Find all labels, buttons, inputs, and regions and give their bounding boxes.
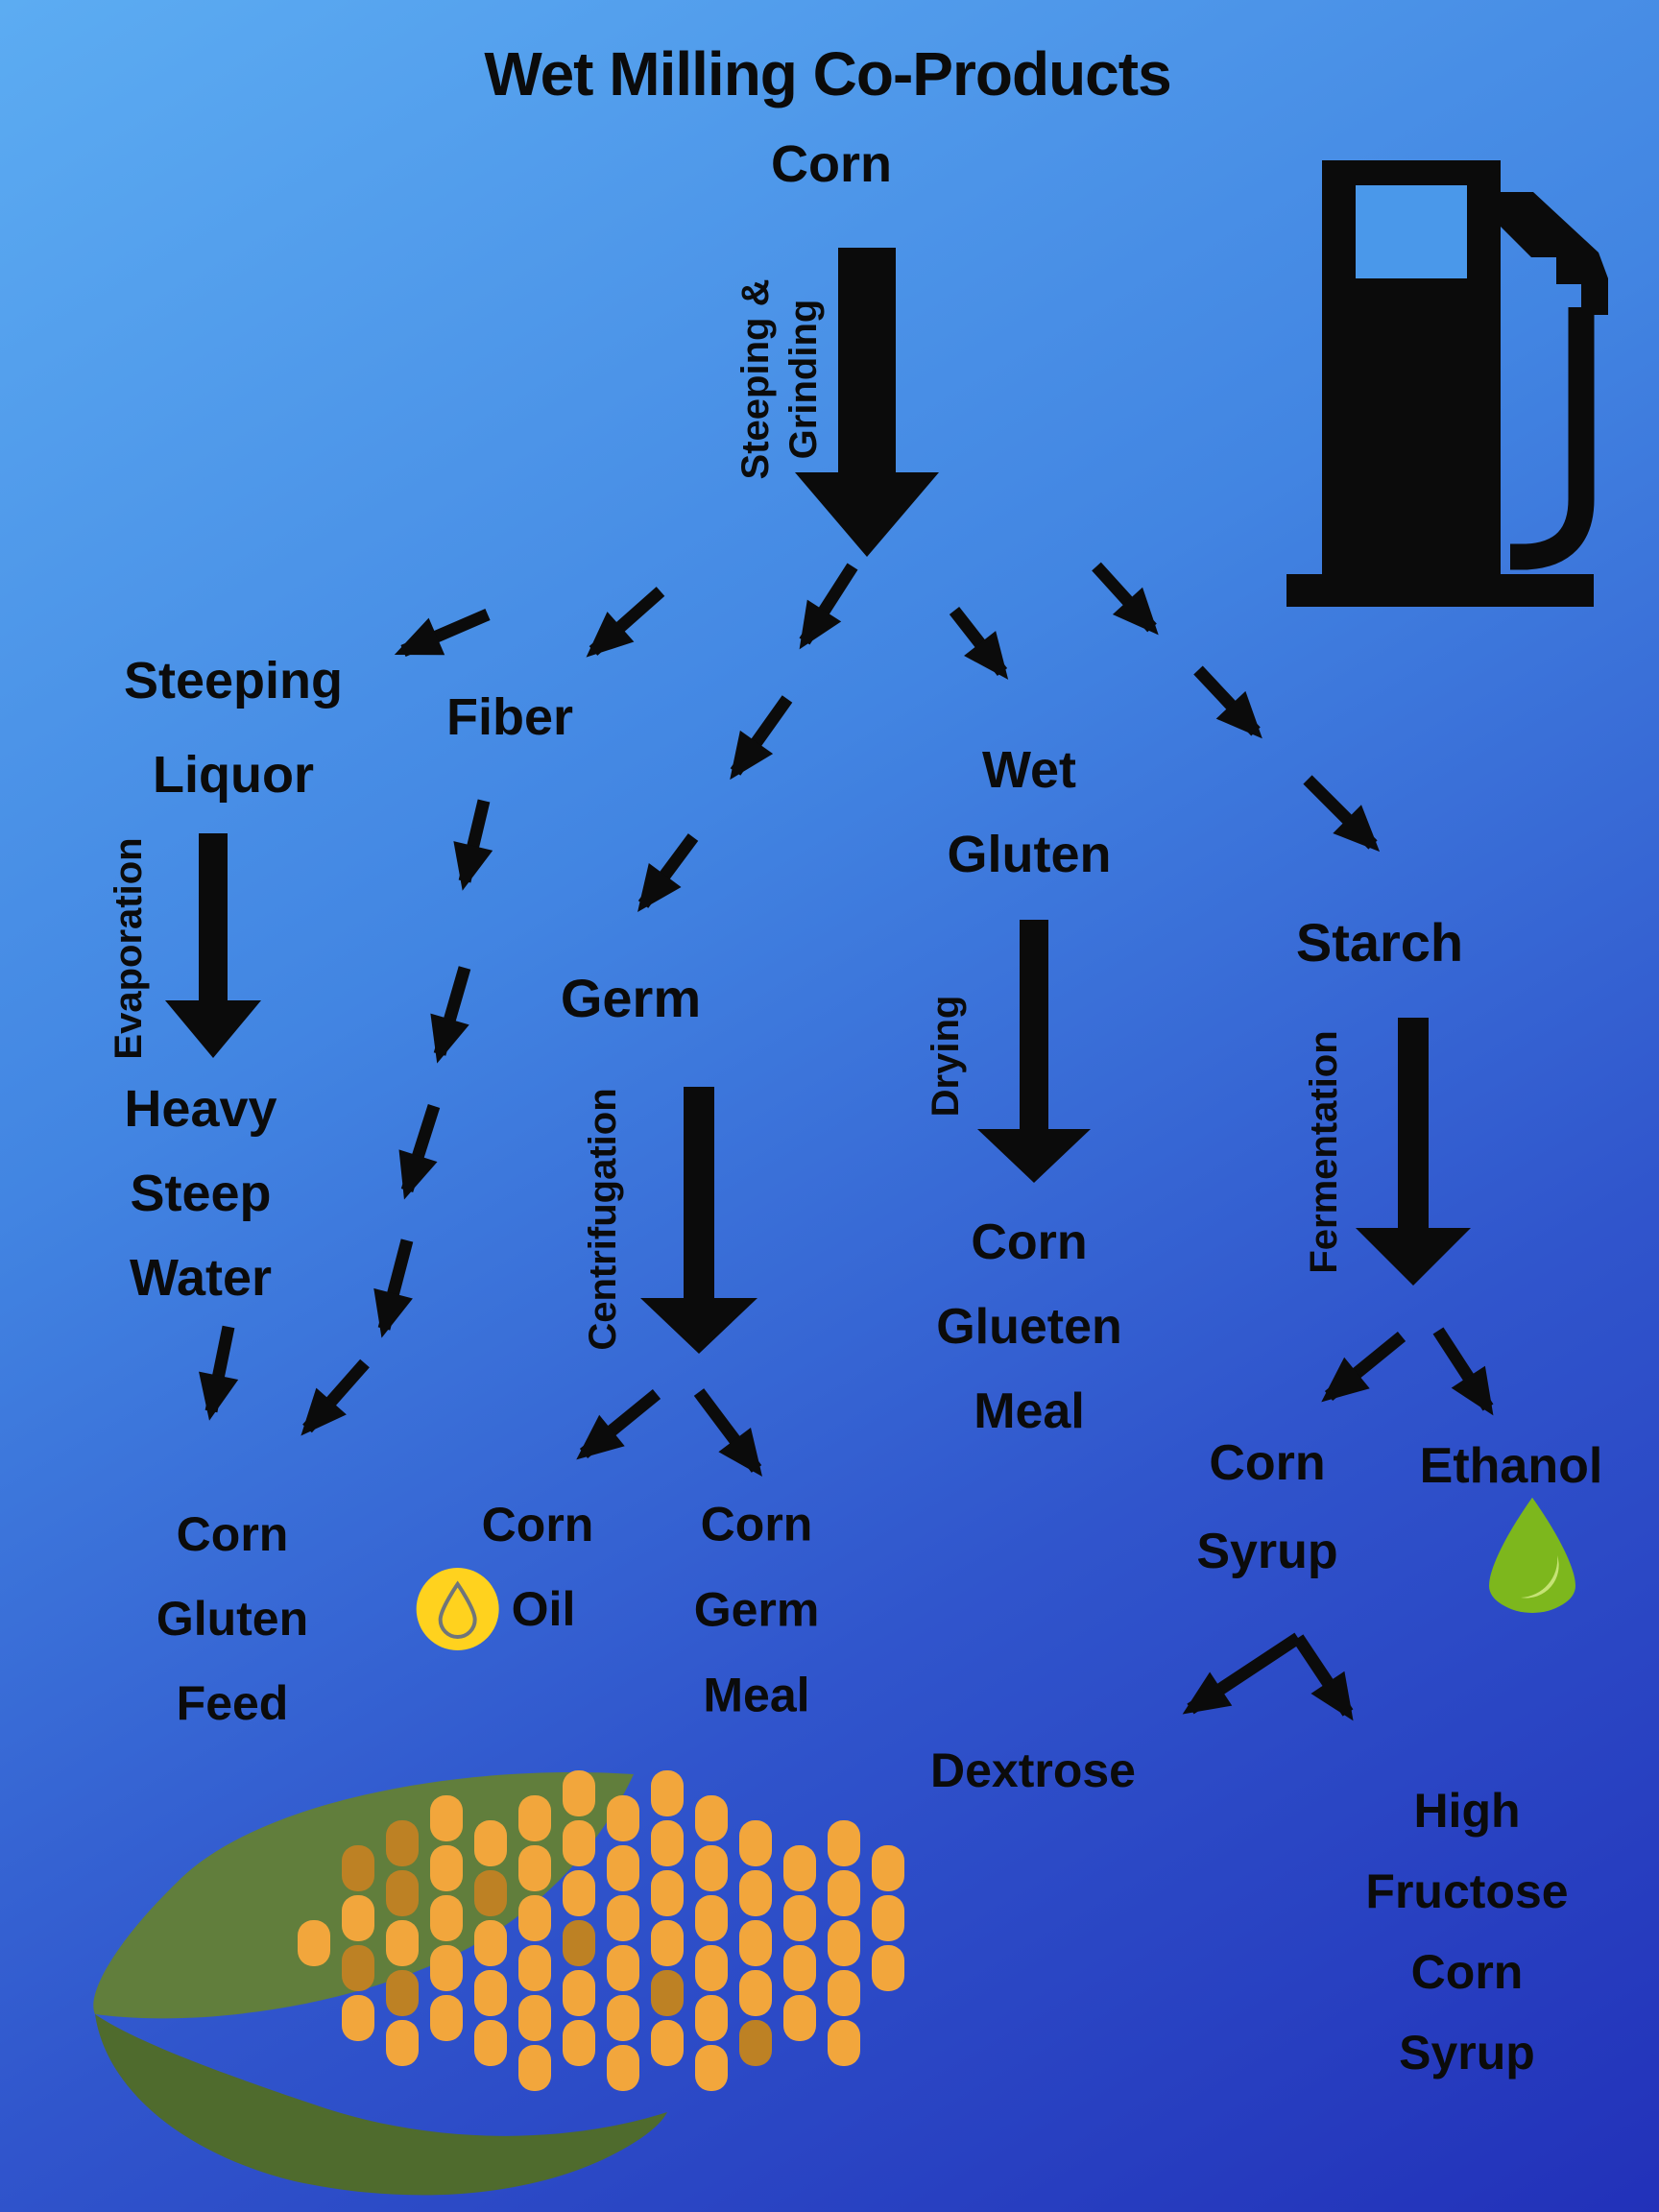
arrow-drying xyxy=(977,920,1091,1183)
arrow-fiber-down-3 xyxy=(398,1104,441,1200)
oil-drop-icon xyxy=(416,1568,499,1650)
arrow-to-starch-1 xyxy=(1092,562,1159,636)
node-corn-oil-line1: Corn xyxy=(481,1498,594,1551)
node-germ: Germ xyxy=(560,968,702,1028)
node-corn: Corn xyxy=(771,135,892,193)
arrow-to-germ-1 xyxy=(799,563,858,650)
node-starch: Starch xyxy=(1295,912,1464,973)
arrow-fiber-to-corn-gluten-feed xyxy=(301,1358,370,1436)
arrow-hsw-to-corn-gluten-feed xyxy=(199,1325,239,1421)
process-evaporation: Evaporation xyxy=(108,837,150,1060)
node-dextrose: Dextrose xyxy=(930,1743,1136,1797)
process-drying: Drying xyxy=(925,995,967,1118)
corn-kernels xyxy=(298,1770,904,2091)
node-wet-gluten: Wet Gluten xyxy=(947,741,1112,883)
node-heavy-steep-water: Heavy Steep Water xyxy=(124,1080,277,1307)
node-corn-gluten-feed: Corn Gluten Feed xyxy=(156,1507,309,1730)
arrow-to-wet-gluten xyxy=(949,606,1009,680)
arrow-to-steeping-liquor xyxy=(394,609,491,657)
ethanol-drop-icon xyxy=(1489,1498,1575,1613)
node-high-fructose-corn-syrup: High Fructose Corn Syrup xyxy=(1365,1784,1569,2080)
arrow-to-starch-2 xyxy=(1193,665,1262,739)
node-fiber: Fiber xyxy=(445,688,574,746)
arrow-evaporation xyxy=(165,833,261,1058)
process-centrifugation: Centrifugation xyxy=(582,1088,624,1351)
arrow-to-germ-3 xyxy=(637,833,699,913)
node-corn-glueten-meal: Corn Glueten Meal xyxy=(936,1214,1122,1439)
corn-cob-icon xyxy=(93,1770,904,2196)
arrow-to-starch-3 xyxy=(1303,775,1381,853)
node-ethanol: Ethanol xyxy=(1419,1438,1603,1494)
arrow-fermentation xyxy=(1356,1018,1471,1286)
arrow-fiber-down-2 xyxy=(430,966,471,1064)
arrow-to-ethanol xyxy=(1432,1327,1494,1416)
gas-pump-icon xyxy=(1286,160,1608,607)
corn-husk-leaf-bottom xyxy=(95,2014,667,2196)
gas-pump-window xyxy=(1356,185,1467,278)
node-steeping-liquor: Steeping Liquor xyxy=(123,652,344,804)
node-corn-syrup: Corn Syrup xyxy=(1196,1435,1338,1579)
arrow-to-corn-oil xyxy=(576,1388,661,1460)
arrow-fiber-down-4 xyxy=(373,1238,414,1338)
node-corn-oil-line2: Oil xyxy=(416,1567,575,1651)
arrow-to-germ-2 xyxy=(730,695,793,781)
arrow-steeping-grinding xyxy=(795,248,939,557)
arrow-centrifugation xyxy=(640,1087,757,1354)
node-corn-germ-meal: Corn Germ Meal xyxy=(693,1497,820,1722)
process-steeping-grinding: Steeping & Grinding xyxy=(734,278,825,480)
arrow-to-corn-syrup xyxy=(1321,1331,1407,1403)
arrow-fiber-down-1 xyxy=(453,799,493,891)
arrow-to-dextrose xyxy=(1182,1632,1302,1715)
process-fermentation: Fermentation xyxy=(1303,1030,1345,1274)
arrow-to-fiber xyxy=(586,587,665,658)
page-title: Wet Milling Co-Products xyxy=(484,39,1171,108)
arrow-to-corn-germ-meal xyxy=(693,1388,762,1477)
arrow-to-hfcs xyxy=(1292,1634,1354,1721)
